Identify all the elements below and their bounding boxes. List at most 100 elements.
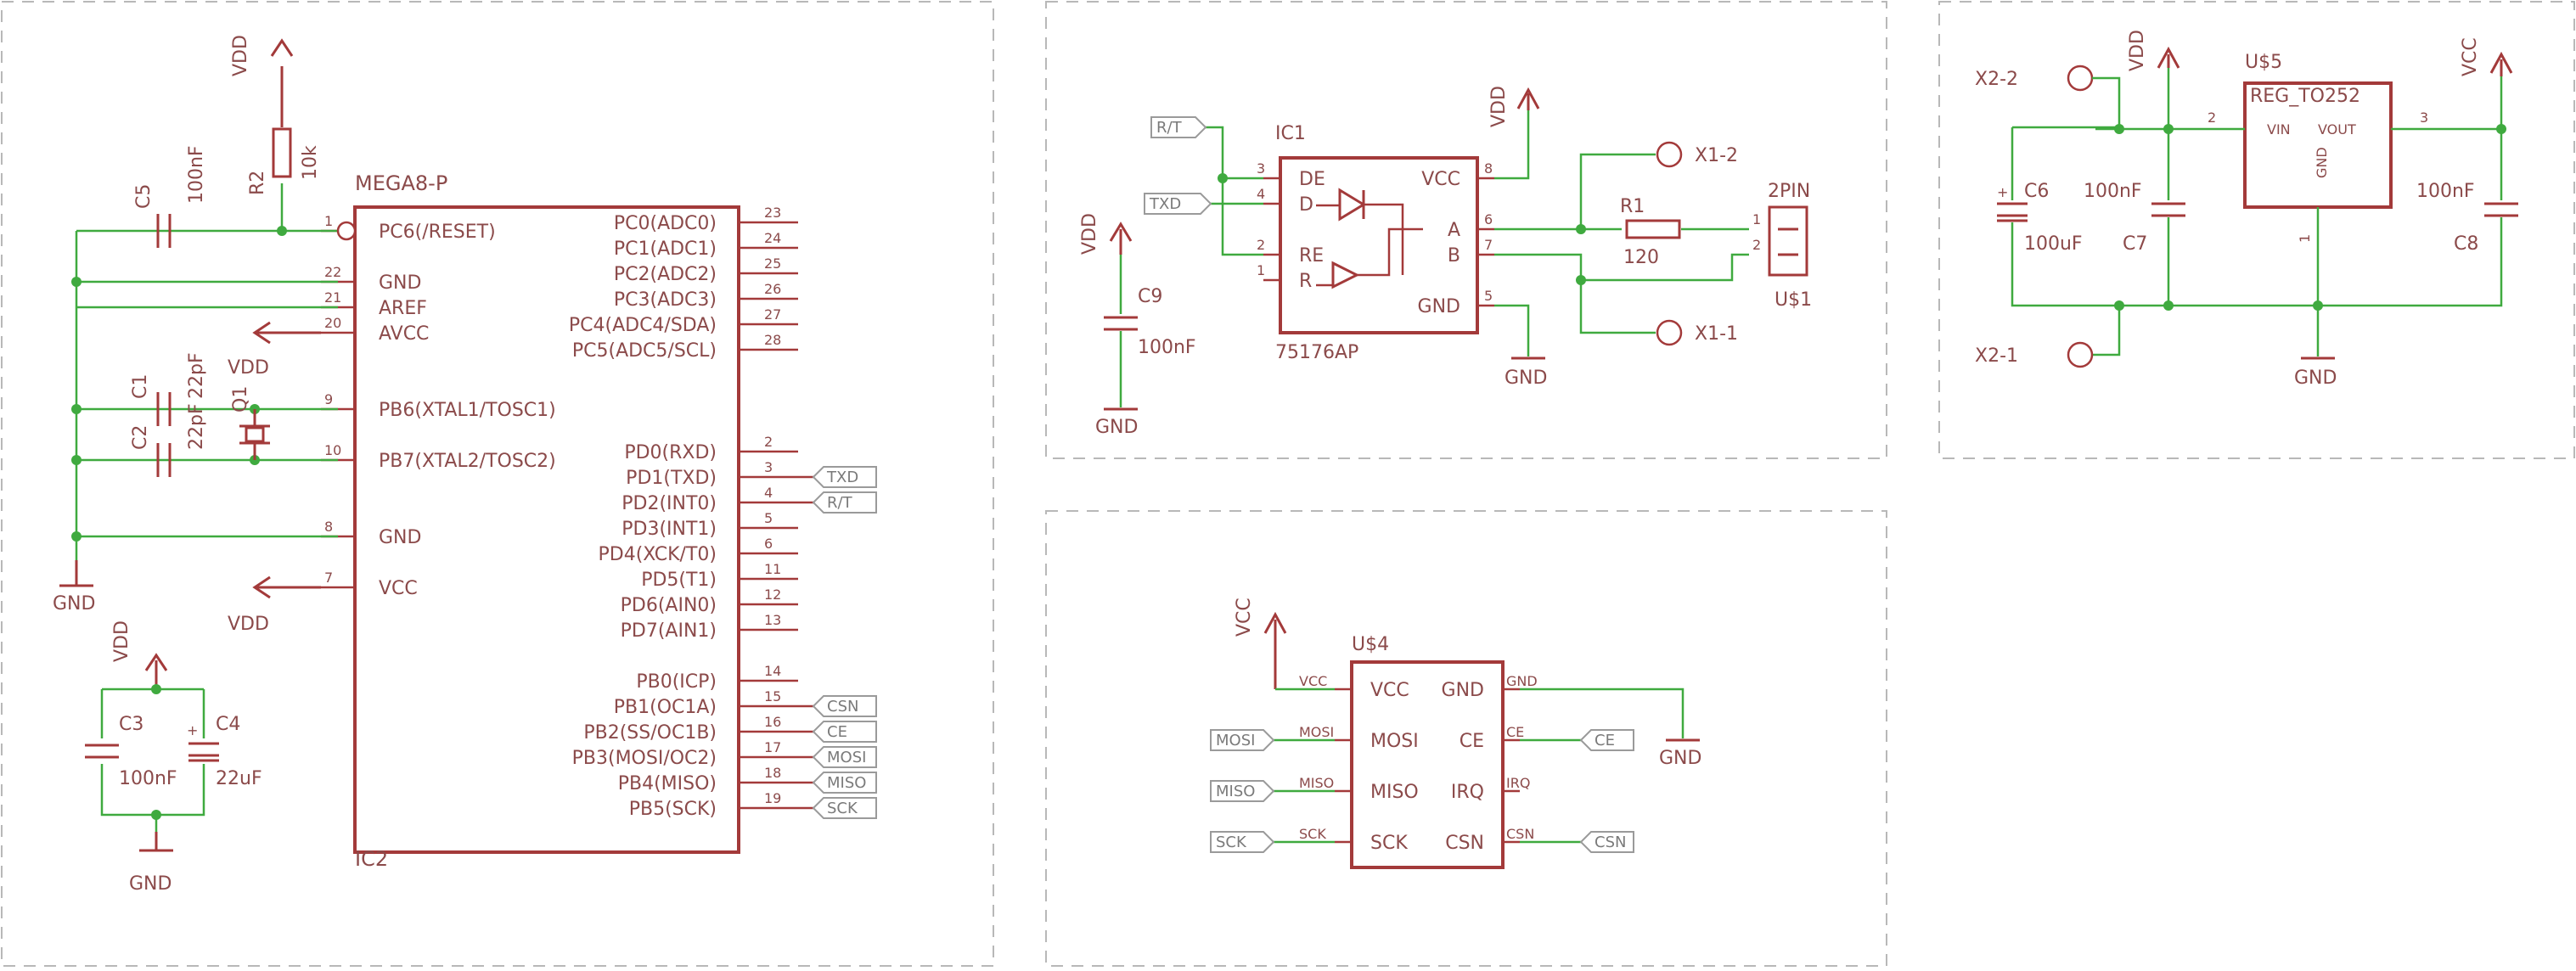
ic2-pin-name: PD4(XCK/T0) <box>599 544 717 565</box>
ic2-pin-number: 10 <box>324 442 341 458</box>
r2-value: 10k <box>300 145 321 180</box>
sheet-frame-regulator <box>1938 1 2575 459</box>
ic1-pin-name: GND <box>1418 296 1460 317</box>
ic2-pin-number: 25 <box>764 255 781 272</box>
u4-pin-name: MOSI <box>1370 731 1419 752</box>
reg-vin: VIN <box>2267 121 2291 138</box>
junction <box>71 277 82 287</box>
reg-name: REG_TO252 <box>2250 86 2360 107</box>
ic1-pin-name: VCC <box>1421 169 1460 190</box>
u4-wire-label: GND <box>1506 673 1538 689</box>
ic2-pin-number: 20 <box>324 315 341 331</box>
ic2-pin-name: PD5(T1) <box>641 570 717 591</box>
u4-pin-name: IRQ <box>1451 782 1484 803</box>
ic1-pin-number: 4 <box>1257 186 1265 202</box>
u4-net-label-text: SCK <box>1216 833 1247 851</box>
ic2-pin-number: 22 <box>324 264 341 280</box>
c9-symbol <box>1104 316 1138 331</box>
ic2-part-name: MEGA8-P <box>355 171 447 195</box>
ic2-pin-name: PD3(INT1) <box>622 519 717 540</box>
c1-ref: C1 <box>130 374 151 399</box>
c5-value: 100nF <box>186 145 207 204</box>
ic2-pin-number: 17 <box>764 739 781 755</box>
ic1-pin-name: A <box>1448 220 1460 241</box>
ic1-net-label-outline <box>1144 193 1212 215</box>
c2-symbol <box>156 443 172 477</box>
ic2-pin-name: PB7(XTAL2/TOSC2) <box>379 451 556 472</box>
ic2-net-label-text: CE <box>827 723 847 741</box>
x1-1-pad <box>1656 319 1683 346</box>
vcc-arrow <box>252 575 321 599</box>
ic2-net-label-text: TXD <box>826 469 858 486</box>
u4-net-label: CE <box>1579 729 1634 751</box>
ic2-pin-name: PB5(SCK) <box>629 799 717 820</box>
u4-body <box>1350 660 1505 869</box>
junction <box>2313 300 2323 311</box>
ic2-pin-number: 19 <box>764 790 781 806</box>
vdd-arrow-c9 <box>1109 222 1133 255</box>
ic2-pin-name: PB4(MISO) <box>618 773 717 794</box>
c2-value: 22pF <box>186 403 207 450</box>
ic1-pin-number: 1 <box>1257 262 1265 278</box>
ic2-pin-name: PC1(ADC1) <box>614 239 717 260</box>
u4-pins: VCCVCCMOSIMOSIMOSIMISOMISOMISOSCKSCKSCKG… <box>1210 673 1634 854</box>
u4-net-label-text: CSN <box>1595 833 1626 851</box>
r1-ref: R1 <box>1620 196 1645 217</box>
c2-ref: C2 <box>130 425 151 450</box>
ic2-right-pins: 23PC0(ADC0)24PC1(ADC1)25PC2(ADC2)26PC3(A… <box>569 205 798 820</box>
ic2-pin-number: 8 <box>324 519 333 535</box>
ic2-pin-name: AREF <box>379 298 427 319</box>
conn-ref: U$1 <box>1775 289 1812 311</box>
vcc-arrow-reg <box>2489 51 2513 76</box>
ic2-net-label-outline <box>812 746 877 768</box>
wire-u4-gnd <box>1520 688 1685 738</box>
ic2-net-label: SCK <box>812 797 877 819</box>
regulator-sheet: U$5 REG_TO252 VIN VOUT GND 2 3 1 X2-2 X2… <box>1975 30 2518 389</box>
c4-plus: + <box>187 722 198 738</box>
junction <box>71 404 82 414</box>
vdd-arrow-ic1 <box>1516 87 1540 110</box>
x2-1-pad <box>2067 341 2094 368</box>
ic2-pin-number: 21 <box>324 289 341 306</box>
ic1-net-label-text: R/T <box>1156 119 1183 137</box>
vdd-ic1-label: VDD <box>1488 86 1510 127</box>
c6-value: 100uF <box>2024 233 2083 255</box>
junction <box>1218 173 1228 183</box>
connector-pins <box>1778 227 1798 256</box>
ic2-pin-name: PC4(ADC4/SDA) <box>569 315 717 336</box>
ic2-pin-number: 5 <box>764 510 773 526</box>
ic2-pin-name: PD7(AIN1) <box>621 620 717 642</box>
ic2-pin-number: 2 <box>764 434 773 450</box>
ic1-pin-name: B <box>1448 245 1460 267</box>
ic2-net-label-text: CSN <box>827 698 858 716</box>
r2-body <box>272 127 292 178</box>
u4-net-label-outline <box>1579 831 1634 853</box>
ic2-left-pins: 1PC6(/RESET)22GND21AREF20AVCC9PB6(XTAL1/… <box>321 213 556 599</box>
ic2-pin-number: 16 <box>764 714 781 730</box>
gnd-c9-label: GND <box>1095 417 1138 438</box>
ic2-pin-name: GND <box>379 527 421 548</box>
ic1-pin-name: DE <box>1299 169 1325 190</box>
ic2-net-label-outline <box>812 772 877 794</box>
ic2-pin-name: GND <box>379 272 421 294</box>
connector-body <box>1768 205 1808 277</box>
reset-invert-bubble <box>336 221 357 241</box>
wire-ab <box>1494 153 1749 334</box>
ic2-pin-name: PB2(SS/OC1B) <box>583 722 717 744</box>
ic1-pin-name: RE <box>1299 245 1324 267</box>
ic2-pin-number: 23 <box>764 205 781 221</box>
junction <box>151 684 161 694</box>
c4-value: 22uF <box>216 768 262 789</box>
gnd-ic1-label: GND <box>1505 368 1547 389</box>
sheet-frame-mcu <box>1 1 994 967</box>
ic2-net-label: MOSI <box>812 746 877 768</box>
ic2-pin-number: 15 <box>764 688 781 704</box>
ic2-net-label-outline <box>812 721 877 743</box>
vdd-vcc-label: VDD <box>228 614 269 635</box>
gnd-symbol-c3 <box>139 832 173 852</box>
c3-ref: C3 <box>119 714 143 735</box>
reg-vout: VOUT <box>2318 121 2356 138</box>
conn-pin1: 1 <box>1752 211 1761 227</box>
ic2-pin-name: PC2(ADC2) <box>614 264 717 285</box>
